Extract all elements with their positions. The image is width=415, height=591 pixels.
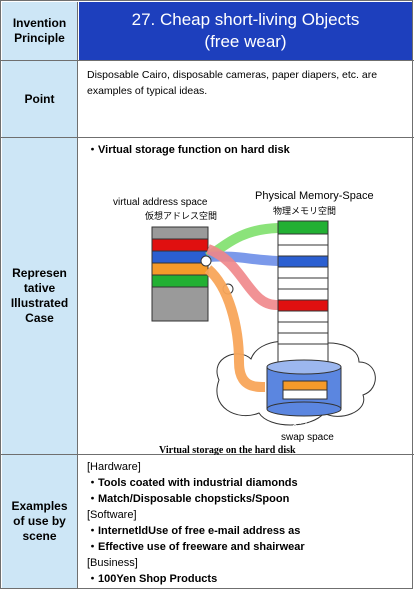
hardware-item-2: ・Match/Disposable chopsticks/Spoon: [87, 493, 290, 505]
physical-space-label: Physical Memory-Space: [255, 190, 374, 202]
mapping-node: [200, 255, 212, 267]
business-item-1: ・100Yen Shop Products: [87, 573, 218, 585]
physical-page: [277, 332, 329, 345]
scenes-list: [Hardware] ・Tools coated with industrial…: [87, 459, 407, 587]
header-scenes-label: Examples of use by scene: [11, 499, 68, 543]
swap-disk-top: [266, 359, 342, 375]
header-scenes: Examples of use by scene: [2, 455, 78, 588]
software-item-1: ・InternetldUse of free e-mail address as: [87, 525, 301, 537]
hardware-heading: [Hardware]: [87, 461, 141, 473]
title-line-1: 27. Cheap short-living Objects: [131, 10, 360, 29]
virtual-page-green: [151, 274, 209, 288]
physical-space-label-jp: 物理メモリ空間: [273, 205, 336, 216]
virtual-page-blue: [151, 250, 209, 264]
header-invention-principle: Invention Principle: [2, 2, 78, 60]
mapping-red: [205, 244, 279, 310]
header-point-label: Point: [24, 91, 55, 106]
illustration-area: ・Virtual storage function on hard disk v…: [79, 137, 412, 455]
swap-label-jp: スワップ領域: [290, 418, 344, 429]
physical-page: [277, 310, 329, 323]
virtual-space-label-jp: 仮想アドレス空間: [145, 210, 217, 221]
case-bullet: ・Virtual storage function on hard disk: [87, 144, 291, 156]
title-line-2: (free wear): [204, 32, 287, 51]
hardware-item-1: ・Tools coated with industrial diamonds: [87, 477, 298, 489]
point-description: Disposable Cairo, disposable cameras, pa…: [87, 69, 378, 97]
virtual-storage-diagram: ・Virtual storage function on hard disk v…: [87, 144, 376, 455]
header-illustrated-label: Represen tative Illustrated Case: [10, 266, 69, 325]
diagram-caption: Virtual storage on the hard disk: [159, 445, 296, 455]
physical-page: [277, 277, 329, 290]
row-divider: [1, 454, 414, 455]
swap-page: [282, 389, 328, 400]
physical-page-red: [277, 299, 329, 312]
physical-page: [277, 288, 329, 301]
physical-page: [277, 321, 329, 334]
physical-page-blue: [277, 255, 329, 268]
swap-disk-base: [266, 401, 342, 417]
virtual-page-orange: [151, 262, 209, 276]
mapping-orange: [204, 265, 266, 392]
software-heading: [Software]: [87, 509, 137, 521]
virtual-space-label: virtual address space: [113, 197, 208, 208]
virtual-page-red: [151, 238, 209, 252]
header-point: Point: [2, 61, 78, 137]
physical-page-green: [277, 220, 329, 235]
swap-page-orange: [282, 380, 328, 391]
physical-page: [277, 266, 329, 279]
physical-page: [277, 244, 329, 257]
swap-label: swap space: [281, 432, 334, 443]
row-divider: [1, 60, 414, 61]
row-divider: [1, 137, 414, 138]
header-illustrated-case: Represen tative Illustrated Case: [2, 138, 78, 454]
software-item-2: ・Effective use of freeware and shairwear: [87, 541, 305, 553]
business-heading: [Business]: [87, 557, 138, 569]
header-principle-label: Invention Principle: [12, 16, 67, 45]
principle-title: 27. Cheap short-living Objects (free wea…: [79, 2, 412, 60]
physical-page: [277, 233, 329, 246]
